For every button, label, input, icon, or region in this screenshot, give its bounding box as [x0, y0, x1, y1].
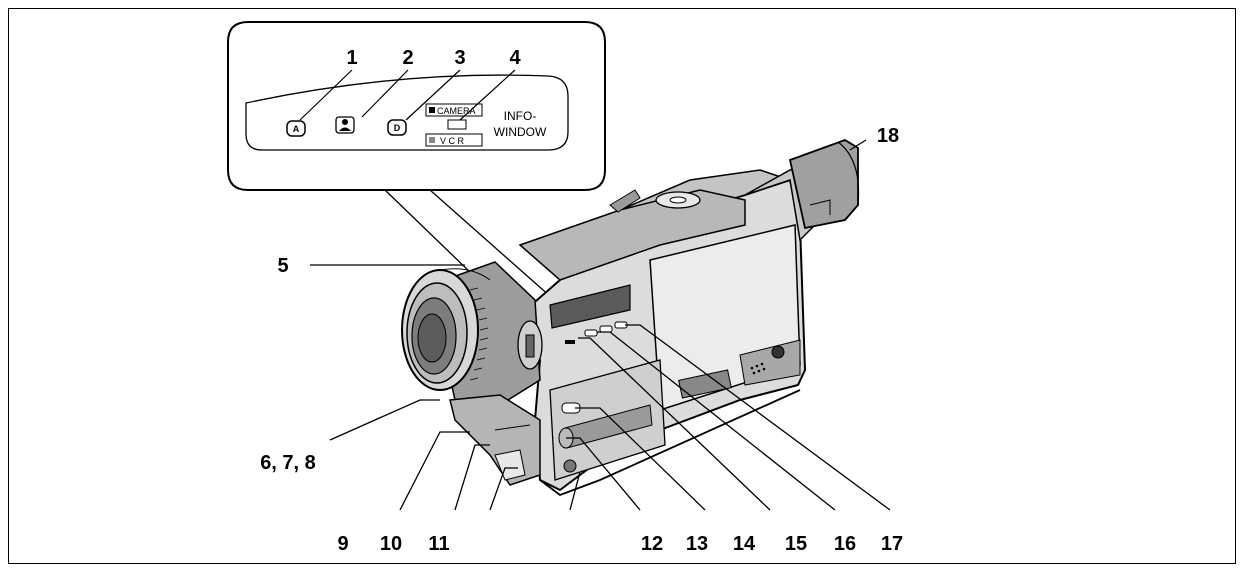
callout-3: 3: [454, 47, 465, 69]
front-grip: [449, 394, 541, 486]
svg-text:D: D: [394, 123, 401, 133]
camcorder-body: [518, 169, 807, 497]
viewfinder: [744, 139, 860, 242]
digital-button: D: [387, 119, 407, 136]
figure-frame: [8, 8, 1236, 564]
callout-13: 13: [686, 533, 708, 555]
svg-text:CAMERA: CAMERA: [437, 106, 476, 116]
info-window-inset: A D CAMERA V C R INFO- WINDOW: [227, 21, 606, 191]
svg-text:A: A: [293, 124, 300, 134]
lens: [401, 261, 543, 406]
info-window-label-line2: WINDOW: [494, 125, 547, 139]
callout-17: 17: [881, 533, 903, 555]
auto-button: A: [286, 120, 306, 137]
svg-text:V C R: V C R: [440, 136, 465, 146]
callout-14: 14: [733, 533, 756, 555]
callout-15: 15: [785, 533, 807, 555]
callout-1: 1: [346, 47, 357, 69]
info-window-label-line1: INFO-: [504, 109, 537, 123]
callout-16: 16: [834, 533, 856, 555]
callout-4: 4: [509, 47, 521, 69]
callout-18: 18: [877, 125, 899, 147]
callout-6-7-8: 6, 7, 8: [260, 452, 316, 474]
callout-10: 10: [380, 533, 402, 555]
callout-11: 11: [428, 533, 449, 555]
callout-2: 2: [402, 47, 413, 69]
callout-9: 9: [337, 533, 348, 555]
callout-labels: 1 2 3 4 5 6, 7, 8 9 10 11 12 13 14 15 16…: [260, 47, 903, 555]
leader-lines: [310, 139, 891, 511]
callout-5: 5: [277, 255, 288, 277]
callout-12: 12: [641, 533, 663, 555]
portrait-icon: [335, 116, 355, 134]
